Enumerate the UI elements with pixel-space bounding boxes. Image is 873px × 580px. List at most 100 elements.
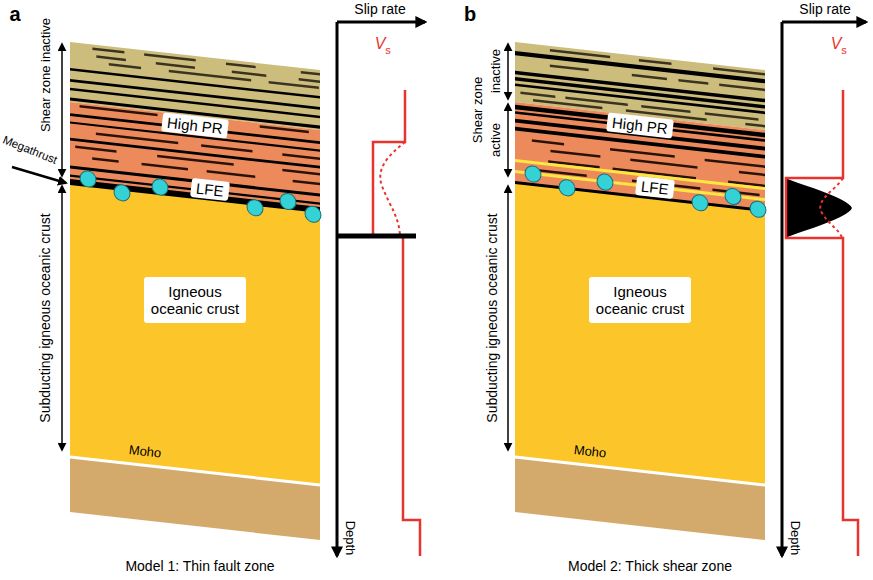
slip-delta bbox=[337, 234, 416, 239]
vs-profile bbox=[786, 90, 858, 556]
moho-line bbox=[70, 457, 320, 485]
layer-stripe bbox=[739, 171, 765, 176]
megathrust-arrow bbox=[12, 167, 66, 183]
bracket-label: active bbox=[489, 123, 503, 157]
vs-gradual-profile bbox=[380, 142, 405, 236]
box-text: LFE bbox=[195, 180, 224, 200]
mantle bbox=[70, 457, 320, 540]
layer-stripe bbox=[630, 159, 697, 169]
layer-stripes bbox=[70, 45, 320, 205]
layer-stripe bbox=[293, 180, 320, 186]
bracket-arrow bbox=[507, 44, 509, 99]
box-text: LFE bbox=[640, 178, 669, 198]
megathrust-line bbox=[70, 179, 320, 213]
layer-stripe bbox=[269, 81, 319, 89]
panel-letter: b bbox=[464, 3, 476, 25]
lfe-circle bbox=[692, 194, 708, 212]
velocity-symbol: V bbox=[831, 35, 842, 53]
layer-stripe bbox=[226, 62, 256, 68]
vs-gradual-profile bbox=[820, 178, 843, 238]
lfe-circle bbox=[305, 205, 321, 223]
layer-stripe bbox=[745, 123, 765, 128]
lfe-circles bbox=[80, 170, 321, 223]
bracket-arrow bbox=[61, 44, 63, 176]
bracket-arrow bbox=[507, 104, 509, 176]
bracket-label: inactive bbox=[489, 49, 503, 93]
vs-profile bbox=[373, 90, 420, 556]
velocity-subscript: s bbox=[385, 44, 391, 56]
bracket-label: Shear zone bbox=[471, 77, 485, 144]
bracket-label: Subducting igneous oceanic crust bbox=[38, 213, 53, 422]
slip-rate-axis bbox=[337, 21, 425, 24]
layer-stripe bbox=[157, 155, 234, 166]
axis-label: Slip rate bbox=[354, 2, 405, 17]
layer-stripe bbox=[639, 59, 672, 65]
axis-label: Depth bbox=[343, 521, 357, 556]
lfe-circle bbox=[559, 179, 575, 197]
callout-label: Megathrust bbox=[1, 133, 59, 166]
axis-label: Slip rate bbox=[799, 2, 850, 17]
layer-stripe bbox=[678, 79, 708, 85]
lfe-circle bbox=[750, 200, 766, 218]
layer-stripe bbox=[70, 113, 320, 144]
slip-rate-axis bbox=[782, 21, 866, 24]
layer-stripe bbox=[260, 125, 309, 133]
lfe-circle bbox=[247, 199, 263, 217]
box-text: Igneous oceanic crust bbox=[151, 283, 239, 317]
region-label-box: Igneous oceanic crust bbox=[144, 277, 246, 324]
lfe-circle bbox=[280, 193, 296, 211]
velocity-symbol: V bbox=[375, 35, 386, 53]
igneous-crust bbox=[515, 182, 765, 485]
layer-stripe bbox=[641, 105, 690, 113]
layer-stripe bbox=[301, 71, 320, 76]
box-text: Igneous oceanic crust bbox=[596, 283, 684, 317]
layer-stripe bbox=[96, 55, 126, 61]
depth-axis bbox=[336, 22, 339, 556]
lfe-circle bbox=[152, 178, 168, 196]
layer-stripe bbox=[282, 153, 320, 160]
layer-stripe bbox=[75, 146, 116, 153]
layer-stripe bbox=[550, 65, 589, 72]
layer-stripe bbox=[532, 139, 564, 145]
igneous-crust bbox=[70, 182, 320, 485]
layer-stripe bbox=[70, 138, 320, 169]
lfe-circles bbox=[525, 165, 766, 218]
bracket-label: Shear zone inactive bbox=[39, 18, 53, 132]
bracket-arrow bbox=[507, 186, 509, 450]
layer-stripe bbox=[201, 144, 252, 152]
layer-stripe bbox=[156, 62, 195, 69]
layer-stripe bbox=[520, 92, 555, 98]
layer-stripe bbox=[282, 169, 320, 176]
lfe-circle bbox=[725, 188, 741, 206]
lfe-circle bbox=[525, 165, 541, 183]
lfe-circle bbox=[80, 170, 96, 188]
mantle bbox=[515, 457, 765, 540]
layer-stripe bbox=[109, 63, 141, 69]
layer-stripe bbox=[550, 150, 600, 158]
layer-stripe bbox=[705, 112, 759, 121]
layer-stripe bbox=[515, 77, 765, 109]
lfe-circle bbox=[597, 173, 613, 191]
layer-stripe bbox=[92, 157, 118, 162]
layer-stripe bbox=[533, 99, 602, 109]
panel-letter: a bbox=[9, 3, 20, 25]
panel-caption: Model 1: Thin fault zone bbox=[125, 559, 274, 574]
moho-line bbox=[515, 457, 765, 485]
layer-stripe bbox=[610, 148, 675, 158]
region-label-box: Igneous oceanic crust bbox=[589, 277, 691, 324]
layer-stripe bbox=[142, 163, 188, 171]
layer-stripe bbox=[80, 105, 158, 116]
bracket-arrow bbox=[61, 186, 63, 450]
layer-stripe bbox=[719, 84, 765, 92]
depth-axis bbox=[781, 22, 784, 556]
panel-caption: Model 2: Thick shear zone bbox=[568, 559, 732, 574]
crust-column bbox=[515, 42, 766, 540]
crust-column bbox=[70, 42, 321, 540]
layer-stripe bbox=[92, 48, 124, 54]
layer-stripe bbox=[207, 170, 256, 178]
layer-stripe bbox=[705, 159, 765, 168]
axis-label: Depth bbox=[788, 521, 802, 556]
layer-stripe bbox=[299, 78, 320, 83]
layer-stripe bbox=[632, 74, 667, 80]
